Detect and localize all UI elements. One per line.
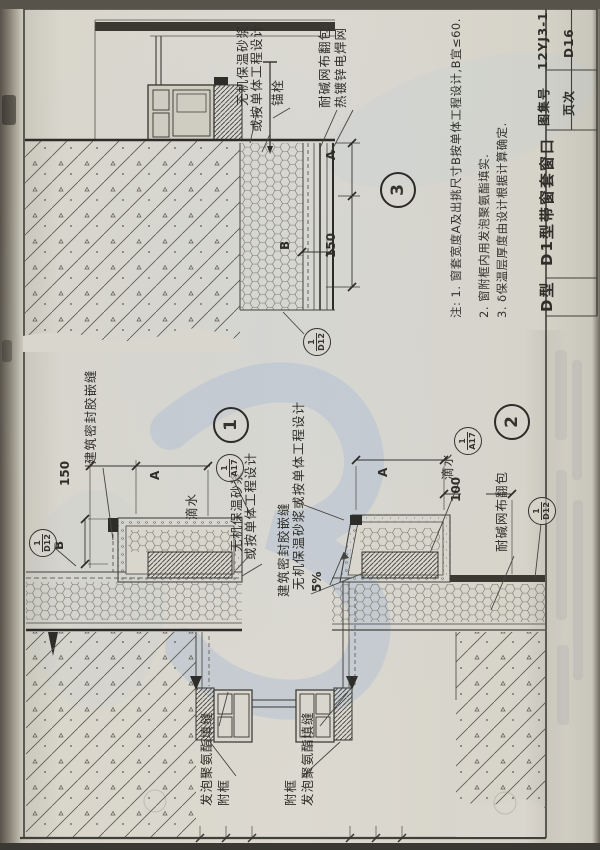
dim-a-d3: A bbox=[324, 150, 338, 160]
detail-number-3: 3 bbox=[388, 184, 408, 196]
label-foam-fill-d1: 发泡聚氨酯填缝 bbox=[199, 711, 214, 806]
ref-num: 1 bbox=[306, 339, 316, 345]
label-slope-5pct: 5% bbox=[310, 571, 324, 592]
label-sealant-d1: 建筑密封胶嵌缝 bbox=[83, 369, 98, 464]
detail-number-2: 2 bbox=[502, 416, 522, 428]
ref-sheet: D12 bbox=[541, 502, 552, 520]
label-inorganic-d1-line2: 或按单体工程设计 bbox=[243, 451, 258, 560]
paper-crease bbox=[525, 330, 565, 850]
dim-100-d2: 100 bbox=[449, 476, 463, 502]
page-top-edge bbox=[0, 0, 600, 9]
dim-a-d2: A bbox=[376, 467, 390, 477]
detail-number-1: 1 bbox=[221, 419, 241, 431]
ref-sheet: D12 bbox=[316, 333, 327, 351]
ghost-text-smudge bbox=[557, 645, 569, 725]
label-sub-frame-d1: 附框 bbox=[216, 778, 231, 806]
ghost-text-smudge bbox=[573, 500, 583, 680]
ghost-text-smudge bbox=[572, 360, 582, 480]
page-number-label: 页次 bbox=[562, 89, 576, 116]
label-inorganic-mortar-line1: 无机保温砂浆 bbox=[235, 24, 250, 106]
label-drip-d2: 滴水 bbox=[440, 452, 455, 480]
note-line-2: 2. 窗附框内用发泡聚氨酯填实. bbox=[477, 153, 491, 318]
label-mesh-wrap-d2: 耐碱网布翻包 bbox=[494, 470, 509, 552]
label-anchor-bolt: 锚栓 bbox=[270, 78, 285, 106]
ref-sheet: A17 bbox=[467, 432, 478, 450]
title-block-borders bbox=[546, 9, 597, 317]
ref-num: 1 bbox=[531, 508, 541, 514]
series-label: D型 bbox=[538, 280, 556, 312]
ref-sheet: D12 bbox=[42, 534, 53, 552]
detail-number-2-circle: 2 bbox=[494, 404, 530, 440]
label-mesh-wrap-d3: 耐碱网布翻包 bbox=[317, 26, 332, 108]
atlas-number-value: 12YJ3-1 bbox=[536, 11, 550, 70]
detail-number-1-circle: 1 bbox=[213, 407, 249, 443]
page-number-value: D16 bbox=[562, 28, 576, 58]
dim-150-d1: 150 bbox=[58, 460, 72, 486]
ghost-text-smudge bbox=[556, 470, 567, 620]
label-inorganic-d2: 无机保温砂浆或按单体工程设计 bbox=[291, 400, 306, 590]
detail-1-2-linework bbox=[26, 455, 545, 843]
label-inorganic-d1-line1: 无机保温砂浆 bbox=[229, 470, 244, 552]
bleed-through-ghosts bbox=[2, 95, 517, 815]
label-sealant-d2: 建筑密封胶嵌缝 bbox=[276, 502, 291, 597]
ref-bubble-a17-detail1: 1 A17 bbox=[216, 454, 244, 482]
note-line-1: 注: 1. 窗套宽度A及出挑尺寸B按单体工程设计,B宜≤60. bbox=[449, 18, 463, 318]
label-drip-d1: 滴水 bbox=[184, 492, 199, 520]
ref-bubble-d12-detail3: 1 D12 bbox=[303, 328, 331, 356]
detail-3-linework bbox=[23, 19, 360, 352]
detail-number-3-circle: 3 bbox=[380, 172, 416, 208]
ref-bubble-a17-detail2: 1 A17 bbox=[454, 427, 482, 455]
atlas-number-label: 图集号 bbox=[537, 86, 551, 126]
label-galvanized-mesh: 热镀锌电焊网 bbox=[333, 26, 348, 108]
dim-150-d3: 150 bbox=[324, 232, 338, 258]
ref-sheet: A17 bbox=[229, 459, 240, 477]
page-bottom-edge bbox=[0, 843, 600, 850]
label-sub-frame-d2: 附框 bbox=[283, 778, 298, 806]
label-inorganic-mortar-line2: 或按单体工程设计 bbox=[249, 23, 264, 132]
ref-num: 1 bbox=[32, 540, 42, 546]
ref-bubble-d12-detail2: 1 D12 bbox=[528, 497, 556, 525]
ref-num: 1 bbox=[457, 438, 467, 444]
drawing-title: D1型带窗套窗口 bbox=[538, 137, 556, 266]
dim-a-d1: A bbox=[148, 470, 162, 480]
label-foam-fill-d2: 发泡聚氨酯填缝 bbox=[300, 711, 315, 806]
drawing-frame bbox=[20, 8, 598, 840]
ref-bubble-d12-detail1: 1 D12 bbox=[29, 529, 57, 557]
dim-b-d3: B bbox=[278, 240, 292, 250]
ghost-text-smudge bbox=[555, 350, 567, 440]
ref-num: 1 bbox=[219, 465, 229, 471]
note-line-3: 3. δ保温层厚度由设计根据计算确定. bbox=[495, 122, 509, 318]
